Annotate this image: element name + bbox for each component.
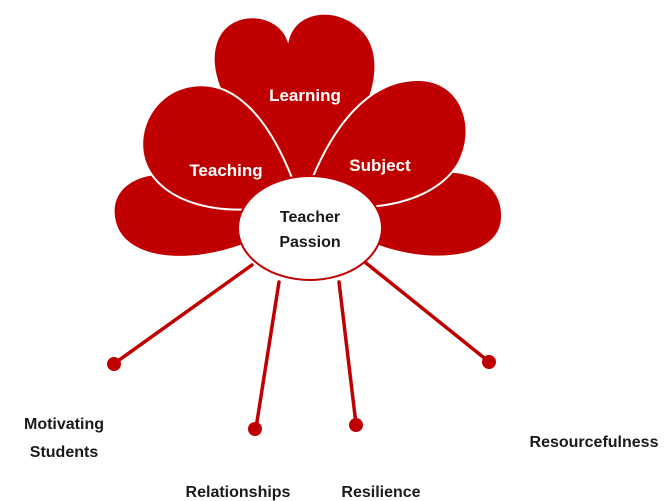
outcome-label-students: Students: [30, 444, 99, 461]
stems: [107, 261, 496, 436]
center-label-passion: Passion: [279, 234, 340, 251]
center-label-teacher: Teacher: [280, 209, 340, 226]
petal-label-teaching: Teaching: [189, 161, 262, 180]
dot-resilience: [349, 418, 363, 432]
petal-teaching: [141, 84, 302, 211]
stem-resourcefulness: [364, 261, 490, 363]
outcome-label-motivating: Motivating: [24, 416, 104, 433]
outcome-label-resilience: Resilience: [341, 484, 420, 501]
petal-subject: [302, 78, 468, 209]
stem-resilience: [337, 280, 358, 426]
petal-label-subject: Subject: [349, 156, 411, 175]
dot-resourcefulness: [482, 355, 496, 369]
outcome-label-relationships: Relationships: [186, 484, 291, 501]
dot-relationships: [248, 422, 262, 436]
stem-relationships: [254, 280, 281, 430]
dot-motivating-students: [107, 357, 121, 371]
center-circle: [237, 175, 383, 281]
petal-label-learning: Learning: [269, 86, 341, 105]
outcome-label-resourcefulness: Resourcefulness: [530, 434, 659, 451]
stem-motivating-students: [113, 263, 254, 365]
